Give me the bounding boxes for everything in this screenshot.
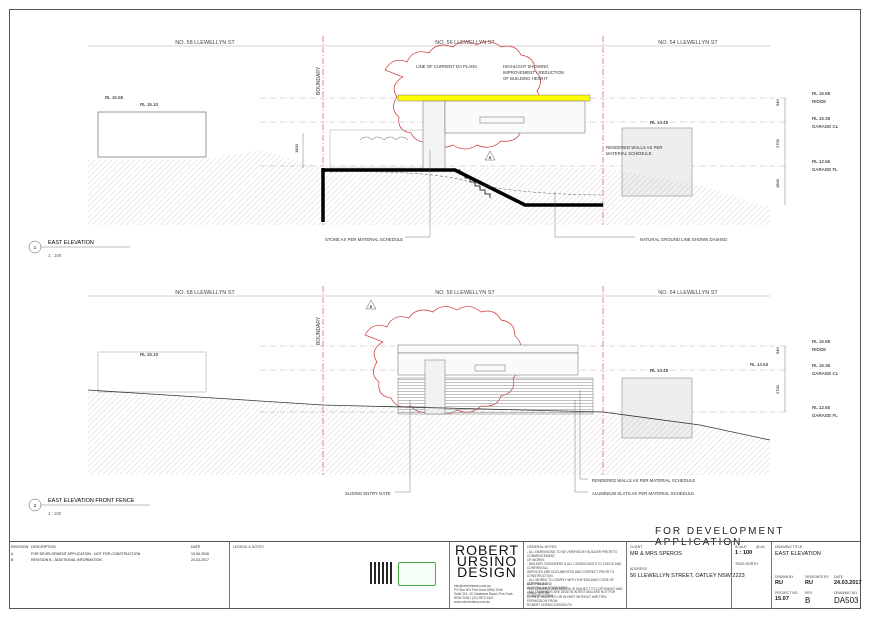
for-development-banner: FOR DEVELOPMENT APPLICATION bbox=[655, 526, 785, 548]
rev-header-desc: DESCRIPTION bbox=[31, 545, 56, 549]
street-label-56-b: NO. 56 LLEWELLYN ST bbox=[435, 290, 495, 296]
note-gate: SLIDING ENTRY GATE bbox=[345, 491, 391, 496]
drawing-sheet bbox=[9, 9, 861, 609]
level-b-rl-left: RL 15.10 bbox=[140, 352, 159, 357]
company-panel: ROBERT URSINO DESIGN info@robertursino.c… bbox=[449, 542, 523, 609]
client-name: MR & MRS SPEROS bbox=[630, 551, 682, 557]
level-b-rl-garage-cl: RL 15.36 bbox=[812, 363, 831, 368]
roof-highlight bbox=[397, 94, 591, 102]
street-label-54: NO. 54 LLEWELLYN ST bbox=[658, 40, 718, 46]
level-garage-cl: GARAGE CL bbox=[812, 124, 839, 129]
drawing-number-2: 2 bbox=[34, 503, 37, 508]
level-b-rl-ridge: RL 15.89 bbox=[812, 339, 831, 344]
company-logo: ROBERT URSINO DESIGN bbox=[454, 542, 520, 580]
boundary-label-b: BOUNDARY bbox=[316, 316, 322, 345]
revision-row-a: A FOR DEVELOPMENT APPLICATION - NOT FOR … bbox=[11, 552, 209, 556]
scale-value: 1 : 100 bbox=[735, 550, 753, 556]
note-highlight-3: OF BUILDING HEIGHT bbox=[503, 76, 548, 81]
qr-code bbox=[370, 562, 392, 584]
dim-b-940: 940 bbox=[775, 347, 780, 354]
boundary-label: BOUNDARY bbox=[316, 66, 322, 95]
level-garage-fl: GARAGE FL bbox=[812, 167, 838, 172]
street-label-54-b: NO. 54 LLEWELLYN ST bbox=[658, 290, 718, 296]
note-ground: NATURAL GROUND LINE SHOWN DASHED bbox=[640, 237, 727, 242]
level-b-rl-garage-fl: RL 12.65 bbox=[812, 405, 831, 410]
level-b-rl-mid: RL 14.45 bbox=[650, 368, 669, 373]
note-rendered-1: RENDERED WALLS AS PER bbox=[606, 145, 662, 150]
level-rl-mid: RL 14.45 bbox=[650, 120, 669, 125]
legend-label: LEGEND & NOTES bbox=[233, 545, 264, 549]
level-rl-ridge: RL 15.89 bbox=[812, 91, 831, 96]
project-address: 56 LLEWELLYN STREET, OATLEY NSW 2223 bbox=[630, 573, 745, 579]
rev-header-date: DATE bbox=[191, 545, 201, 549]
level-b-rl-mid2: RL 14.63 bbox=[750, 362, 769, 367]
street-label-56: NO. 56 LLEWELLYN ST bbox=[435, 40, 495, 46]
legend-panel: LEGEND & NOTES bbox=[229, 542, 449, 609]
street-label-58-b: NO. 58 LLEWELLYN ST bbox=[175, 290, 235, 296]
client-panel: CLIENT MR & MRS SPEROS ADDRESS 56 LLEWEL… bbox=[626, 542, 745, 609]
note-rendered-2: MATERIAL SCHEDULE bbox=[606, 151, 652, 156]
general-notes-panel: GENERAL NOTES - ALL DIMENSIONS TO BE VER… bbox=[523, 542, 626, 609]
drawing-number-1: 1 bbox=[34, 245, 37, 250]
drawing-title-2: EAST ELEVATION FRONT FENCE bbox=[48, 498, 135, 504]
company-contact: info@robertursino.com.au PO Box 601 Five… bbox=[454, 584, 513, 604]
accreditation-badge bbox=[398, 562, 436, 586]
drawing-scale-2: 1 : 100 bbox=[48, 511, 62, 516]
east-elevation-front-fence-drawing: NO. 58 LLEWELLYN ST NO. 56 LLEWELLYN ST … bbox=[28, 286, 839, 516]
title-block: REVISION DESCRIPTION DATE A FOR DEVELOPM… bbox=[9, 541, 862, 609]
level-rl-left-2: RL 15.10 bbox=[140, 102, 159, 107]
dim-2700: 2700 bbox=[775, 138, 780, 148]
revision-table: REVISION DESCRIPTION DATE A FOR DEVELOPM… bbox=[9, 542, 229, 609]
note-stone: STONE AS PER MATERIAL SCHEDULE bbox=[325, 237, 403, 242]
level-rl-left-1: RL 15.55 bbox=[105, 95, 124, 100]
note-slats: ALUMINIUM SLATS AS PER MATERIAL SCHEDULE bbox=[592, 491, 694, 496]
level-b-ridge: RIDGE bbox=[812, 347, 826, 352]
level-b-garage-cl: GARAGE CL bbox=[812, 371, 839, 376]
scale-panel: SCALE @ A3 1 : 100 TRUE NORTH bbox=[731, 542, 771, 609]
street-label-58: NO. 58 LLEWELLYN ST bbox=[175, 40, 235, 46]
stone-cut-section bbox=[321, 168, 603, 222]
dim-b-2700: 2700 bbox=[775, 384, 780, 394]
level-rl-garage-fl: RL 12.66 bbox=[812, 159, 831, 164]
drawing-title: EAST ELEVATION bbox=[775, 551, 821, 557]
note-rendered-b: RENDERED WALLS AS PER MATERIAL SCHEDULE bbox=[592, 478, 695, 483]
dim-1800-right: 1800 bbox=[775, 178, 780, 188]
level-rl-garage-cl: RL 15.36 bbox=[812, 116, 831, 121]
level-ridge: RIDGE bbox=[812, 99, 826, 104]
east-elevation-drawing: NO. 58 LLEWELLYN ST NO. 56 LLEWELLYN ST … bbox=[28, 36, 839, 258]
note-highlight-1: HIGHLIGHT SHOWING bbox=[503, 64, 549, 69]
drawing-number: DA503 bbox=[834, 596, 859, 605]
rev-header-rev: REVISION bbox=[11, 545, 29, 549]
dim-940: 940 bbox=[775, 99, 780, 106]
revision-row-b: B REVISION B - ADDITIONAL INFORMATION 24… bbox=[11, 558, 209, 562]
revision-tag-bottom: B bbox=[370, 304, 373, 309]
note-highlight-2: IMPROVEMENT / REDUCTION bbox=[503, 70, 564, 75]
drawing-scale-1: 1 : 100 bbox=[48, 253, 62, 258]
level-b-garage-fl: GARAGE FL bbox=[812, 413, 838, 418]
dim-1800-left: 1800 bbox=[294, 143, 299, 153]
revision-tag-top: B bbox=[489, 155, 492, 160]
drawing-title-1: EAST ELEVATION bbox=[48, 240, 94, 246]
note-current-da: LINE OF CURRENT DA PLANS bbox=[416, 64, 477, 69]
drawing-info-panel: DRAWING TITLE EAST ELEVATION DRAWN BY RU… bbox=[771, 542, 862, 609]
